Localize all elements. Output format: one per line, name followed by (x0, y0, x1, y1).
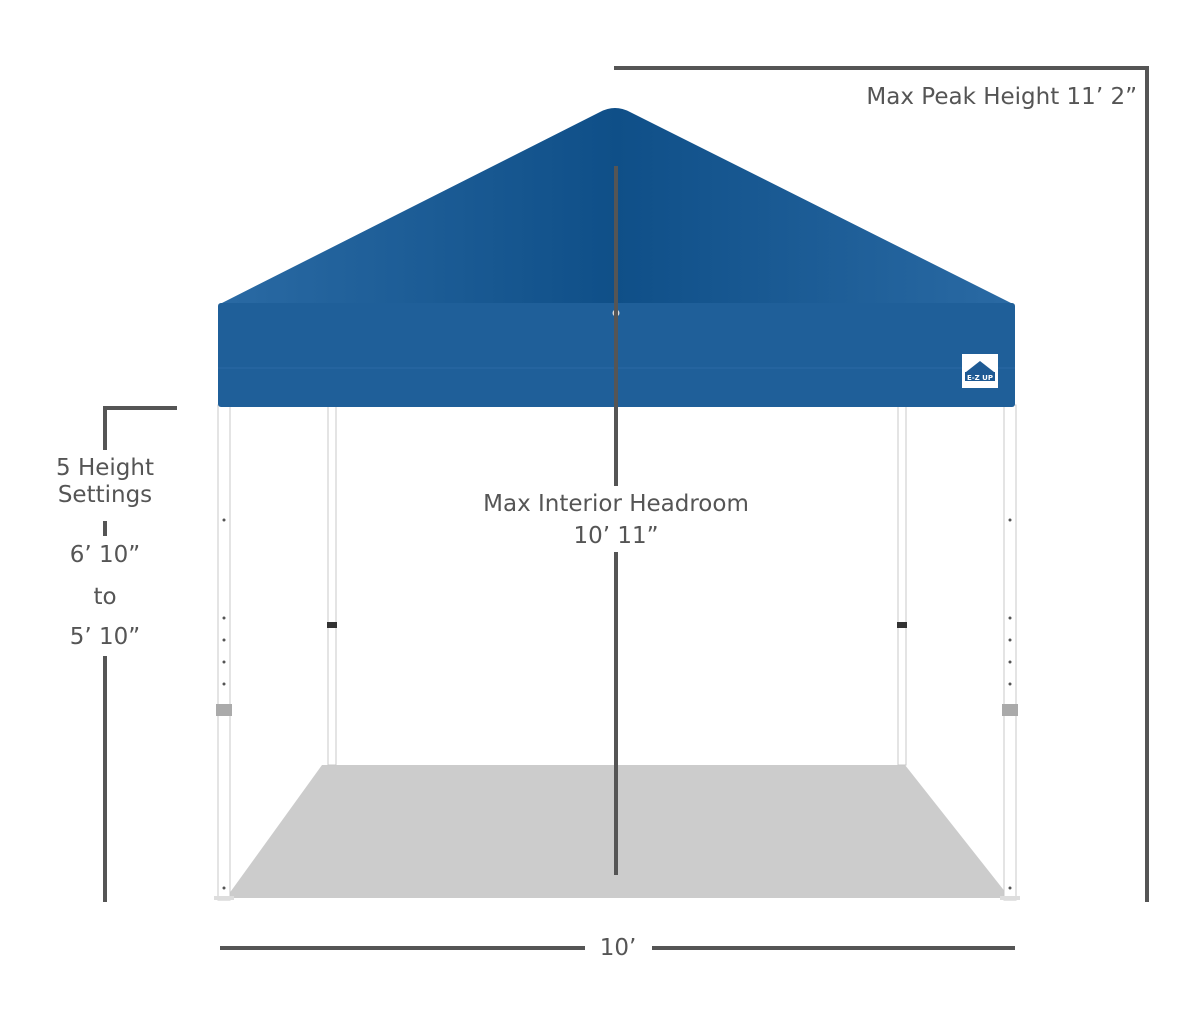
logo-text: E-Z UP (967, 374, 993, 382)
interior-headroom-label-line2: 10’ 11” (516, 522, 716, 550)
peak-height-dimension-line (614, 66, 1149, 902)
interior-headroom-label-line1: Max Interior Headroom (436, 490, 796, 518)
height-settings-max-label: 6’ 10” (69, 542, 141, 568)
peak-height-label: Max Peak Height 11’ 2” (866, 84, 1137, 110)
height-settings-bracket-top (103, 406, 177, 450)
front-leg-right (1000, 404, 1020, 901)
back-leg-left (327, 404, 337, 766)
height-settings-min-label: 5’ 10” (69, 624, 141, 650)
front-leg-left (214, 404, 234, 901)
height-settings-connector-label: to (93, 584, 117, 610)
height-settings-label-line1: 5 Height (56, 455, 154, 481)
height-settings-label-line2: Settings (57, 482, 153, 508)
ez-up-logo-tag: E-Z UP (962, 354, 998, 388)
width-label: 10’ (599, 935, 637, 961)
back-leg-right (897, 404, 907, 766)
